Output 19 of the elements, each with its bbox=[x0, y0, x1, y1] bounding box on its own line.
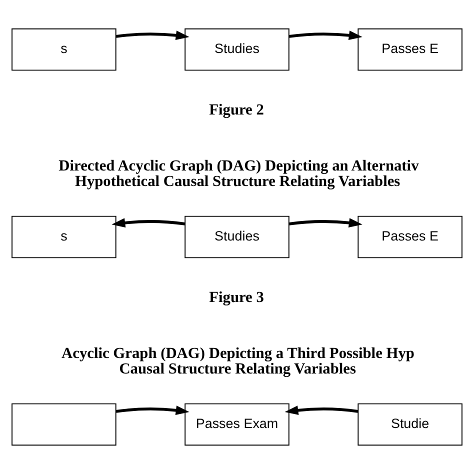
node-box: Studie bbox=[358, 403, 462, 446]
node-box: s bbox=[12, 28, 116, 71]
node-box: Passes E bbox=[358, 28, 462, 71]
label: Acyclic Graph (DAG) Depicting a Third Possible Hyp Causal Structure Relating Variables bbox=[62, 344, 414, 378]
node-box: s bbox=[12, 216, 116, 258]
arrow bbox=[288, 30, 362, 40]
arrow bbox=[112, 218, 186, 228]
arrow bbox=[116, 406, 190, 415]
node-box: Studies bbox=[184, 216, 290, 258]
label: Figure 3 bbox=[209, 289, 264, 306]
node-box: Studies bbox=[184, 28, 290, 71]
node-box bbox=[12, 403, 116, 446]
label: Directed Acyclic Graph (DAG) Depicting an Alternativ Hypothetical Causal Structure Relating Variables bbox=[58, 157, 419, 190]
arrow bbox=[284, 406, 358, 415]
arrow bbox=[288, 218, 362, 228]
node-box: Passes Exam bbox=[184, 403, 290, 446]
label: Figure 2 bbox=[209, 102, 264, 119]
node-box: Passes E bbox=[358, 216, 462, 258]
arrow bbox=[116, 30, 190, 40]
